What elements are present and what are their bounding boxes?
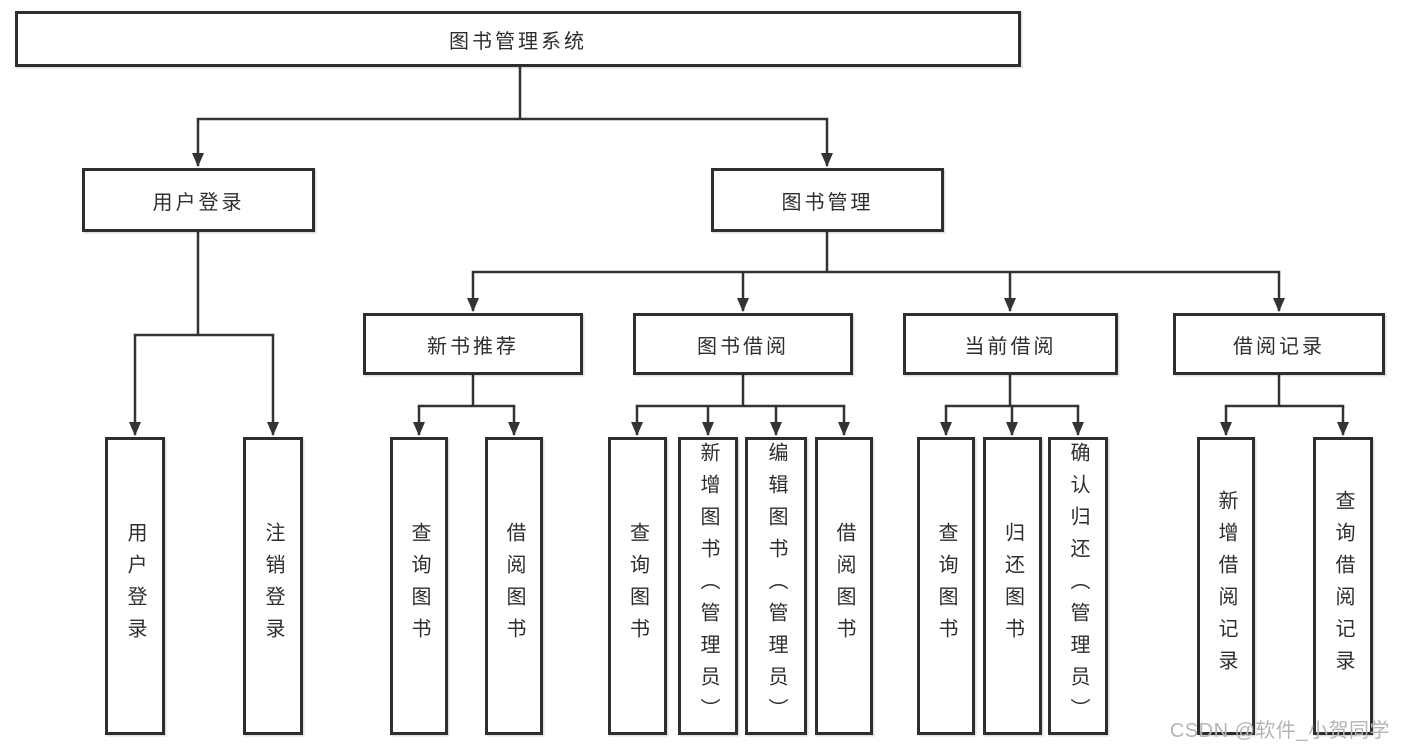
node-label: 图书管理 <box>781 191 874 214</box>
leaf-query-books-current: 查询图书 <box>917 437 975 735</box>
node-root-book-management-system: 图书管理系统 <box>15 11 1021 67</box>
leaf-edit-books-admin: 编辑图书（管理员） <box>745 437 807 735</box>
node-label: 查询图书 <box>408 522 430 650</box>
leaf-confirm-return-admin: 确认归还（管理员） <box>1048 437 1108 735</box>
leaf-add-books-admin: 新增图书（管理员） <box>678 437 738 735</box>
node-label: 借阅记录 <box>1233 335 1325 358</box>
csdn-watermark: CSDN @软件_小贺同学 <box>1169 720 1390 742</box>
node-new-book-recommend: 新书推荐 <box>363 313 583 375</box>
node-label: 图书借阅 <box>697 335 789 358</box>
node-label: 用户登录 <box>124 522 146 650</box>
connector-current-borrow-to-leaves <box>940 375 1084 436</box>
leaf-add-borrow-record: 新增借阅记录 <box>1197 437 1255 735</box>
node-label: 借阅图书 <box>503 522 525 650</box>
connector-borrow-record-to-leaves <box>1220 375 1349 436</box>
leaf-query-books-recommend: 查询图书 <box>390 437 448 735</box>
node-label: 新书推荐 <box>427 335 519 358</box>
node-label: 确认归还（管理员） <box>1067 442 1089 730</box>
leaf-query-books-borrow: 查询图书 <box>608 437 667 735</box>
node-label: 当前借阅 <box>964 335 1057 358</box>
node-label: 新增图书（管理员） <box>697 442 719 730</box>
leaf-query-borrow-record: 查询借阅记录 <box>1313 437 1373 735</box>
connector-root-to-level2 <box>192 67 833 167</box>
node-label: 查询图书 <box>626 522 649 650</box>
leaf-return-books: 归还图书 <box>983 437 1042 735</box>
leaf-borrow-books: 借阅图书 <box>815 437 873 735</box>
node-borrow-record: 借阅记录 <box>1173 313 1385 375</box>
connector-user-login-to-leaves <box>129 232 279 436</box>
node-label: 编辑图书（管理员） <box>765 442 787 730</box>
node-label: 查询借阅记录 <box>1332 490 1354 682</box>
node-label: 查询图书 <box>935 522 957 650</box>
node-book-management: 图书管理 <box>711 168 944 232</box>
node-current-borrow: 当前借阅 <box>903 313 1118 375</box>
node-book-borrow: 图书借阅 <box>633 313 853 375</box>
node-label: 新增借阅记录 <box>1215 490 1237 682</box>
node-label: 注销登录 <box>262 522 284 650</box>
node-label: 图书管理系统 <box>449 30 587 53</box>
node-user-login: 用户登录 <box>82 168 315 232</box>
connector-new-book-rec-to-leaves <box>413 375 520 436</box>
connector-book-borrow-to-leaves <box>631 375 850 436</box>
leaf-logout: 注销登录 <box>243 437 303 735</box>
node-label: 借阅图书 <box>833 522 855 650</box>
leaf-borrow-books-recommend: 借阅图书 <box>485 437 543 735</box>
node-label: 归还图书 <box>1001 522 1024 650</box>
leaf-user-login: 用户登录 <box>105 437 165 735</box>
node-label: 用户登录 <box>152 191 245 214</box>
connector-book-mgmt-to-level3 <box>467 232 1285 312</box>
